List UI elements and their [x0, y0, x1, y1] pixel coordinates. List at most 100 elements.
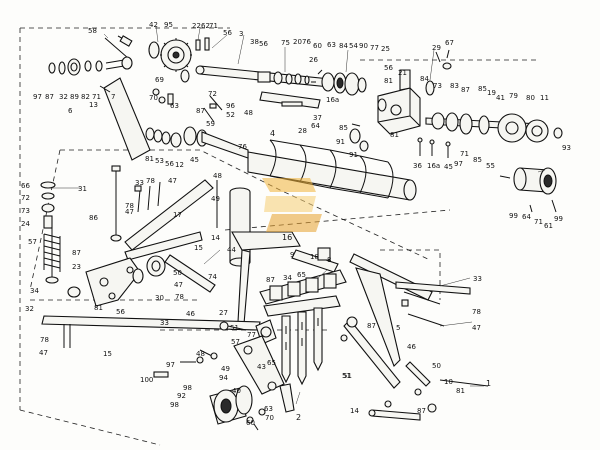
callout-label: 81: [456, 387, 465, 395]
callout-label: 84: [339, 42, 348, 50]
callout-label: 52: [226, 111, 235, 119]
callout-label: 46: [407, 343, 416, 351]
callout-label: 37: [313, 114, 322, 122]
callout-label: 32: [25, 305, 34, 313]
callout-label: 60: [246, 419, 255, 427]
callout-label: 56: [165, 160, 174, 168]
callout-label: 48: [213, 172, 222, 180]
callout-label: 47: [472, 324, 481, 332]
callout-label: 87: [461, 86, 470, 94]
callout-label: 99: [509, 212, 518, 220]
callout-label: 63: [327, 41, 336, 49]
auger-flighting: [247, 139, 417, 201]
callout-label: 16: [282, 233, 292, 242]
callout-label: 48: [244, 109, 253, 117]
callout-label: 25: [381, 45, 390, 53]
callout-label: 64: [522, 213, 531, 221]
shaft-bearing-cluster: [257, 71, 310, 85]
callout-label: 36: [413, 162, 422, 170]
callout-label: 63: [170, 102, 179, 110]
callout-label: 15: [194, 244, 203, 252]
callout-label: 49: [211, 195, 220, 203]
callout-label: 87: [196, 107, 205, 115]
callout-label: 81: [145, 155, 154, 163]
callout-label: 87: [45, 93, 54, 101]
callout-labels: 58 42 95 22 62 71 56 3 38 56 75 20 76 60…: [21, 21, 571, 427]
spring-frame-assembly: [40, 165, 301, 348]
callout-label: 19: [487, 89, 496, 97]
callout-label: 78: [146, 177, 155, 185]
callout-label: 54: [349, 42, 358, 50]
callout-label: 29: [432, 44, 441, 52]
callout-label: 32: [59, 93, 68, 101]
callout-label: 56: [259, 40, 268, 48]
upper-sprocket: [160, 38, 192, 72]
callout-label: 59: [206, 120, 215, 128]
callout-label: 83: [450, 82, 459, 90]
callout-label: 45: [444, 163, 453, 171]
callout-label: 7: [111, 93, 115, 101]
callout-label: 72: [208, 90, 217, 98]
callout-label: 87: [417, 407, 426, 415]
callout-label: 8: [327, 256, 331, 264]
callout-label: 85: [473, 156, 482, 164]
callout-label: 100: [140, 376, 153, 384]
callout-label: 62: [201, 22, 210, 30]
right-drive-sprockets: [425, 112, 563, 143]
callout-label: 81: [390, 131, 399, 139]
callout-label: 17: [173, 211, 182, 219]
callout-label: 34: [283, 274, 292, 282]
callout-label: 10: [444, 378, 453, 386]
callout-label: 49: [221, 365, 230, 373]
callout-label: 61: [544, 222, 553, 230]
callout-label: 47: [168, 177, 177, 185]
callout-label: 51: [343, 372, 352, 380]
callout-label: 40: [232, 387, 241, 395]
callout-label: 81: [384, 77, 393, 85]
callout-label: 65: [297, 271, 306, 279]
watermark-logo: [262, 178, 322, 232]
callout-label: 87: [367, 322, 376, 330]
callout-label: 71: [534, 218, 543, 226]
callout-label: 78: [40, 336, 49, 344]
callout-label: 50: [432, 362, 441, 370]
callout-label: 80: [526, 94, 535, 102]
callout-label: 69: [155, 76, 164, 84]
callout-label: 90: [359, 42, 368, 50]
callout-label: 76: [302, 38, 311, 46]
callout-label: 56: [384, 64, 393, 72]
callout-label: 14: [211, 234, 220, 242]
callout-label: 51: [230, 324, 239, 332]
callout-label: 77: [370, 44, 379, 52]
callout-label: 33: [160, 319, 169, 327]
callout-label: 9: [290, 251, 294, 259]
callout-label: 51: [342, 372, 351, 380]
callout-label: 96: [226, 102, 235, 110]
callout-label: 78: [125, 202, 134, 210]
callout-label: 85: [339, 124, 348, 132]
callout-label: 38: [250, 38, 259, 46]
callout-label: 26: [309, 56, 318, 64]
callout-label: 34: [30, 287, 39, 295]
callout-label: 56: [116, 308, 125, 316]
callout-label: 73: [21, 207, 30, 215]
callout-label: 65: [267, 359, 276, 367]
callout-label: 92: [177, 392, 186, 400]
callout-label: 86: [89, 214, 98, 222]
callout-label: 84: [420, 75, 429, 83]
callout-label: 93: [562, 144, 571, 152]
callout-label: 27: [219, 309, 228, 317]
callout-label: 11: [540, 94, 549, 102]
callout-label: 98: [170, 401, 179, 409]
callout-label: 82: [81, 93, 90, 101]
callout-label: 16a: [326, 96, 339, 104]
callout-label: 66: [21, 182, 30, 190]
callout-label: 43: [257, 363, 266, 371]
callout-label: 97: [454, 160, 463, 168]
callout-label: 1: [486, 379, 491, 388]
lower-gearhousing: [153, 335, 295, 431]
callout-label: 21: [398, 69, 407, 77]
callout-label: 98: [183, 384, 192, 392]
